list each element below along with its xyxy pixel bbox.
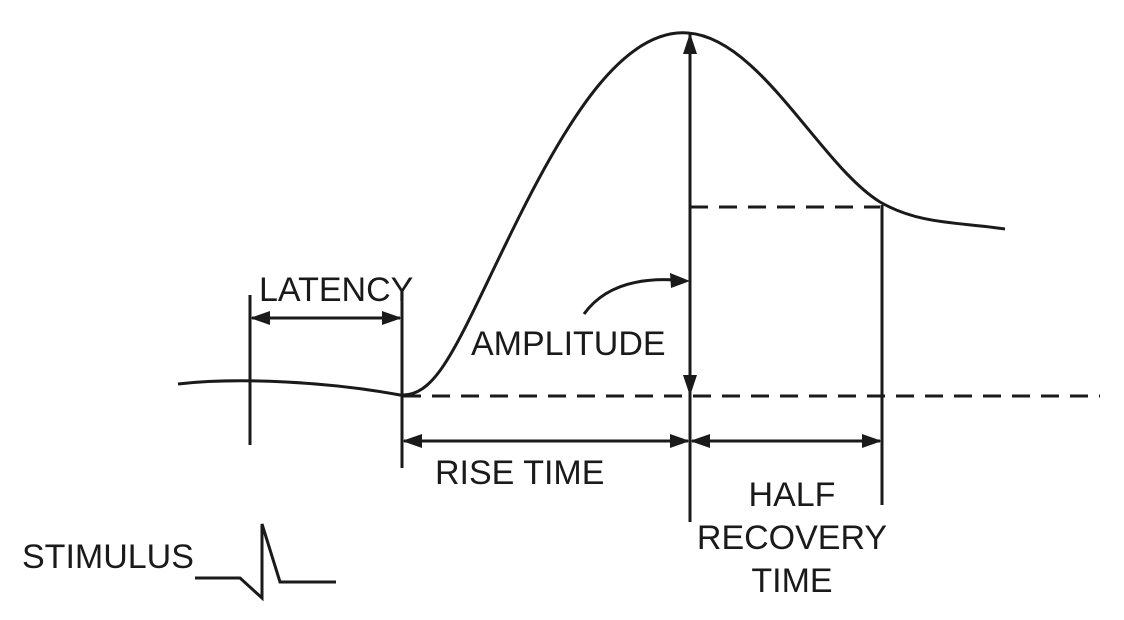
- amplitude-pointer-arrow: [582, 273, 690, 315]
- stimulus-label: STIMULUS: [22, 538, 194, 576]
- rise-time-arrow: [402, 434, 690, 448]
- half-recovery-time-arrow: [690, 434, 882, 448]
- half-recovery-time-label-line-1: HALF: [749, 476, 836, 514]
- stimulus-waveform-symbol: [195, 523, 336, 602]
- amplitude-label: AMPLITUDE: [471, 325, 666, 363]
- half-recovery-time-label-line-2: RECOVERY: [697, 519, 887, 557]
- response-curve: [177, 31, 1006, 397]
- latency-label: LATENCY: [259, 271, 413, 309]
- rise-time-label: RISE TIME: [435, 454, 604, 492]
- half-recovery-time-label-line-3: TIME: [751, 562, 832, 600]
- amplitude-arrow: [683, 33, 697, 396]
- latency-arrow: [250, 311, 402, 325]
